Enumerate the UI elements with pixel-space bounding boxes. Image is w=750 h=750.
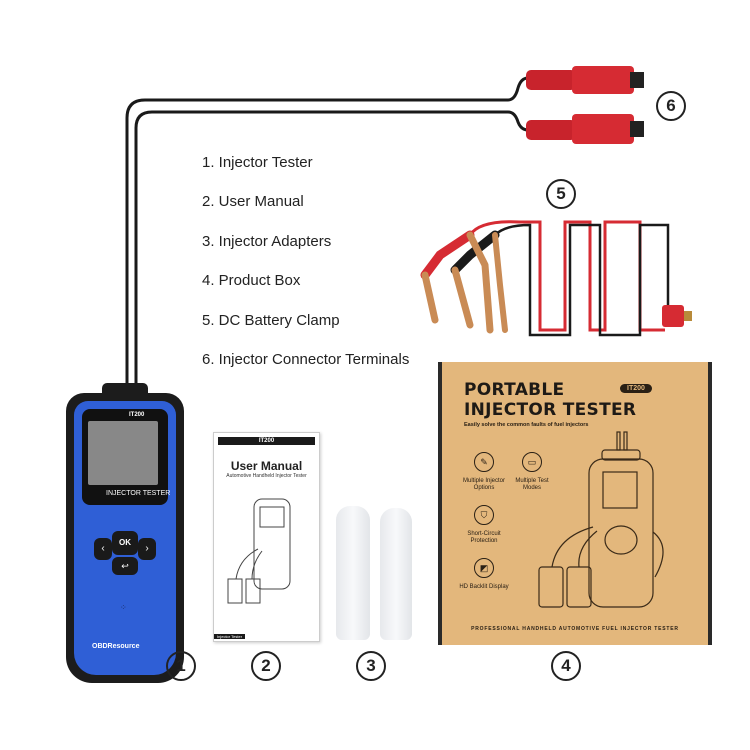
- box-title-line1: PORTABLE: [464, 380, 565, 400]
- box-title-line2: INJECTOR TESTER: [464, 400, 637, 420]
- brand-logo: OBDResource: [92, 643, 140, 650]
- marker-1: 1: [166, 651, 196, 681]
- list-item: 1. Injector Tester: [202, 154, 313, 171]
- monitor-icon: ▭: [522, 452, 542, 472]
- user-manual: IT200 User Manual Automotive Handheld In…: [213, 432, 320, 642]
- manual-footer: Injector Tester: [214, 634, 246, 639]
- ok-button[interactable]: OK: [112, 531, 138, 555]
- manual-subtitle: Automotive Handheld Injector Tester: [226, 473, 307, 479]
- injector-tester-device: IT200 INJECTOR TESTER OK ‹ › ↩ ⁘ OBDReso…: [66, 383, 184, 683]
- feature-label: Multiple Test Modes: [515, 478, 549, 491]
- display-icon: ◩: [474, 558, 494, 578]
- back-button[interactable]: ↩: [112, 557, 138, 575]
- shield-icon: ⛉: [474, 505, 494, 525]
- tester-line-drawing: [227, 498, 291, 604]
- manual-model: IT200: [218, 437, 315, 445]
- tester-line-drawing: [538, 431, 664, 608]
- injector-icon: ✎: [474, 452, 494, 472]
- feature-label: HD Backlit Display: [459, 584, 509, 590]
- red-connector-terminal-top: [526, 66, 644, 94]
- marker-6: 6: [656, 91, 686, 121]
- box-tagline: Easily solve the common faults of fuel i…: [464, 422, 589, 428]
- list-item: 3. Injector Adapters: [202, 233, 332, 250]
- marker-3: 3: [356, 651, 386, 681]
- injector-adapter: [380, 508, 412, 640]
- speaker-icon: ⁘: [120, 603, 127, 612]
- manual-title: User Manual: [230, 459, 303, 473]
- injector-adapter: [336, 506, 370, 640]
- product-box: PORTABLE INJECTOR TESTER IT200 Easily so…: [438, 362, 712, 645]
- left-button[interactable]: ‹: [94, 538, 112, 560]
- list-item: 5. DC Battery Clamp: [202, 312, 340, 329]
- marker-5: 5: [546, 179, 576, 209]
- device-screen: [88, 421, 158, 485]
- chevron-right-icon: ›: [145, 543, 149, 554]
- device-screen-label: INJECTOR TESTER: [106, 490, 171, 497]
- dc-battery-clamp: [420, 220, 692, 337]
- model-badge: IT200: [620, 384, 652, 393]
- list-item: 4. Product Box: [202, 272, 301, 289]
- list-item: 6. Injector Connector Terminals: [202, 351, 410, 368]
- chevron-left-icon: ‹: [101, 543, 105, 554]
- injector-connector-cables: [125, 76, 529, 385]
- list-item: 2. User Manual: [202, 193, 304, 210]
- marker-4: 4: [551, 651, 581, 681]
- box-footer: PROFESSIONAL HANDHELD AUTOMOTIVE FUEL IN…: [471, 626, 679, 632]
- return-icon: ↩: [121, 561, 129, 571]
- device-model: IT200: [129, 412, 145, 418]
- feature-label: Multiple Injector Options: [462, 478, 506, 491]
- marker-2: 2: [251, 651, 281, 681]
- feature-label: Short-Circuit Protection: [467, 531, 501, 544]
- right-button[interactable]: ›: [138, 538, 156, 560]
- red-connector-terminal-bottom: [526, 114, 644, 144]
